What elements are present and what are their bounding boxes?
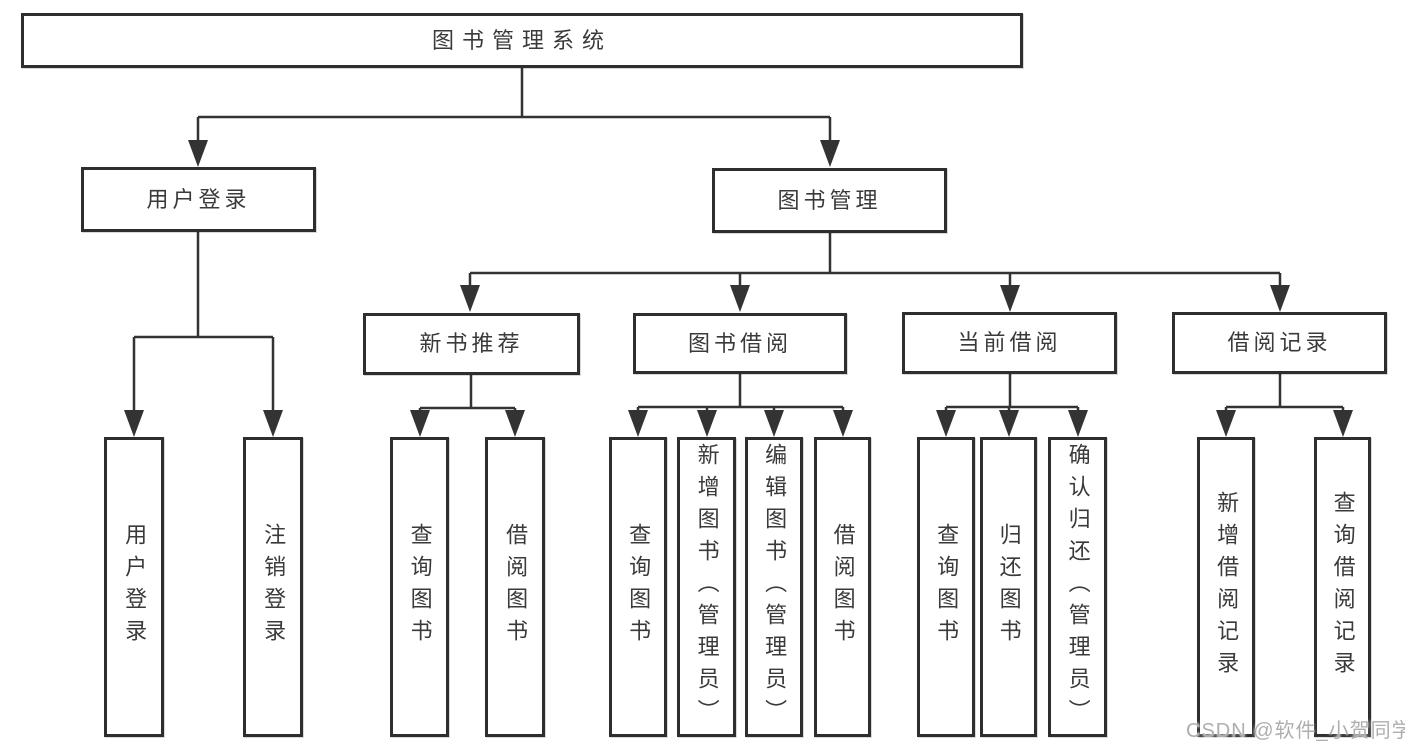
connector-user-login-children (124, 232, 283, 437)
node-book-borrow: 图书借阅 (633, 313, 847, 374)
leaf-user-login-label: 用户登录 (122, 523, 148, 651)
leaf-add-borrow-record-label: 新增借阅记录 (1214, 491, 1240, 683)
connector-current-borrow-children (936, 374, 1088, 437)
watermark: CSDN @软件_小贺同学 (1186, 720, 1405, 742)
node-user-login-label: 用户登录 (146, 186, 251, 212)
leaf-query-books-recommend: 查询图书 (390, 437, 449, 737)
node-book-management-label: 图书管理 (777, 187, 882, 213)
node-root-label: 图书管理系统 (431, 27, 612, 53)
leaf-add-book-admin: 新增图书（管理员） (677, 437, 736, 737)
leaf-confirm-return-admin: 确认归还（管理员） (1048, 437, 1107, 737)
leaf-add-book-admin-label: 新增图书（管理员） (694, 443, 720, 731)
leaf-borrow-books: 借阅图书 (814, 437, 871, 737)
leaf-edit-book-admin: 编辑图书（管理员） (745, 437, 803, 737)
node-new-book-recommend: 新书推荐 (363, 313, 580, 375)
node-current-borrow-label: 当前借阅 (957, 330, 1062, 355)
node-user-login: 用户登录 (81, 167, 316, 232)
connector-root-to-level2 (188, 68, 840, 167)
connector-book-borrow-children (628, 374, 853, 437)
connector-borrow-records-children (1216, 374, 1353, 437)
leaf-add-borrow-record: 新增借阅记录 (1197, 437, 1255, 737)
leaf-query-books-borrow-label: 查询图书 (626, 523, 652, 651)
leaf-query-books-current-label: 查询图书 (934, 523, 960, 651)
leaf-query-books-borrow: 查询图书 (609, 437, 667, 737)
node-current-borrow: 当前借阅 (902, 312, 1117, 374)
leaf-query-books-recommend-label: 查询图书 (407, 523, 433, 651)
leaf-return-books-label: 归还图书 (996, 523, 1022, 651)
node-borrow-records: 借阅记录 (1172, 312, 1387, 374)
node-borrow-records-label: 借阅记录 (1227, 330, 1332, 355)
leaf-edit-book-admin-label: 编辑图书（管理员） (762, 443, 788, 731)
leaf-user-login: 用户登录 (104, 437, 164, 737)
connector-new-book-recommend-children (410, 375, 525, 437)
leaf-logout: 注销登录 (243, 437, 303, 737)
leaf-borrow-books-recommend-label: 借阅图书 (503, 523, 529, 651)
leaf-query-borrow-record-label: 查询借阅记录 (1330, 491, 1356, 683)
leaf-confirm-return-admin-label: 确认归还（管理员） (1065, 443, 1091, 731)
node-new-book-recommend-label: 新书推荐 (419, 331, 524, 356)
leaf-query-borrow-record: 查询借阅记录 (1314, 437, 1371, 737)
leaf-borrow-books-label: 借阅图书 (830, 523, 856, 651)
node-book-management: 图书管理 (712, 168, 947, 233)
leaf-borrow-books-recommend: 借阅图书 (485, 437, 545, 737)
leaf-query-books-current: 查询图书 (917, 437, 975, 737)
node-root: 图书管理系统 (21, 13, 1023, 68)
node-book-borrow-label: 图书借阅 (687, 330, 792, 356)
leaf-logout-label: 注销登录 (261, 523, 287, 651)
connector-book-management-children (460, 233, 1290, 312)
leaf-return-books: 归还图书 (980, 437, 1037, 737)
